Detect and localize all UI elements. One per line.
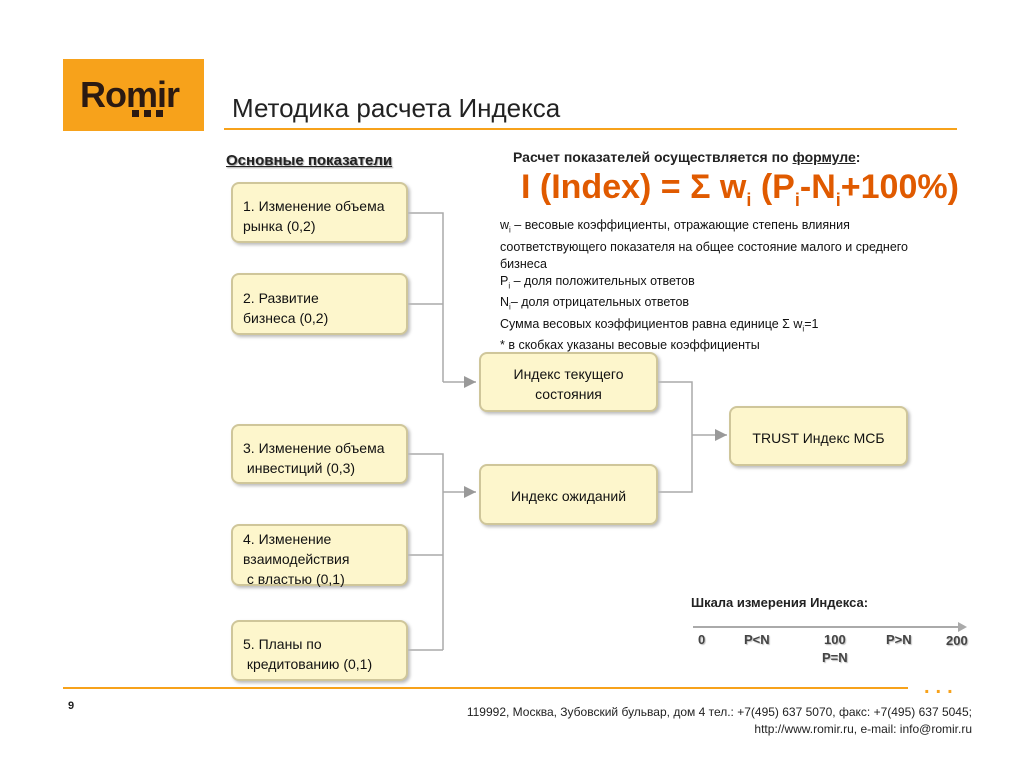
title-divider <box>224 128 957 130</box>
scale-tick-p-less-n: P<N <box>744 632 770 647</box>
def-n-text: – доля отрицательных ответов <box>510 295 690 309</box>
def-sum: Сумма весовых коэффициентов равна единиц… <box>500 316 970 338</box>
sub-index-current-line-2: состояния <box>535 386 602 402</box>
def-p-sym: P <box>500 273 509 288</box>
def-sum-sub: i <box>802 324 805 333</box>
formula-sub-n: i <box>835 189 841 210</box>
indicator-box-1: 1. Изменение объема рынка (0,2) <box>231 182 408 243</box>
def-w-line2: соответствующего показателя на общее сос… <box>500 239 909 254</box>
indicator-box-2: 2. Развитие бизнеса (0,2) <box>231 273 408 335</box>
formula-p-open: (P <box>751 168 795 206</box>
scale-axis-arrow <box>958 622 967 632</box>
indicator-4-line-2: взаимодействия <box>243 551 350 567</box>
indicator-2-line-2: бизнеса (0,2) <box>243 310 329 326</box>
formula-intro-suffix: : <box>855 149 861 165</box>
index-formula: I (Index) = Σ wi (Pi-Ni+100%) <box>521 168 959 211</box>
page-number: 9 <box>68 700 75 712</box>
def-sum-tail: =1 <box>804 316 819 331</box>
indicator-5-line-2: кредитованию (0,1) <box>243 656 373 672</box>
indicator-2-line-1: 2. Развитие <box>243 290 319 306</box>
scale-tick-p-greater-n: P>N <box>886 632 912 647</box>
def-p-text: – доля положительных ответов <box>510 273 695 288</box>
trust-index-box: TRUST Индекс МСБ <box>729 406 908 466</box>
romir-logo-text: Romir <box>80 74 180 115</box>
def-n: Ni– доля отрицательных ответов <box>500 294 970 316</box>
def-w-sub: i <box>509 225 511 235</box>
formula-tail: +100%) <box>840 168 959 206</box>
footer-divider <box>63 687 908 689</box>
def-note: * в скобках указаны весовые коэффициенты <box>500 338 760 352</box>
sub-index-expectations-label: Индекс ожиданий <box>510 488 627 504</box>
connector-current <box>658 381 693 493</box>
scale-label: Шкала измерения Индекса: <box>691 595 869 610</box>
indicator-3-line-2: инвестиций (0,3) <box>243 460 356 476</box>
def-n-sym: N <box>500 295 510 309</box>
indicator-4-line-1: 4. Изменение <box>243 531 332 547</box>
indicator-1-line-1: 1. Изменение объема <box>243 198 385 214</box>
sub-index-current-line-1: Индекс текущего <box>513 366 624 382</box>
logo-dots <box>132 110 164 118</box>
indicator-box-3: 3. Изменение объема инвестиций (0,3) <box>231 424 408 484</box>
formula-sub-p: i <box>794 189 800 210</box>
formula-intro-prefix: Расчет показателей осуществляется по <box>513 149 793 165</box>
sub-index-current: Индекс текущего состояния <box>479 352 658 412</box>
romir-logo-block <box>63 59 204 131</box>
page-title: Методика расчета Индекса <box>232 93 561 123</box>
footer-web-email: http://www.romir.ru, e-mail: info@romir.… <box>754 722 972 736</box>
scale-tick-100: 100 <box>824 632 846 647</box>
section-label: Основные показатели <box>226 152 393 169</box>
scale-tick-200: 200 <box>946 633 968 648</box>
def-p-sub: i <box>508 281 511 290</box>
formula-definitions: wi – весовые коэффициенты, отражающие ст… <box>500 217 970 354</box>
formula-minus-n: -N <box>799 168 836 206</box>
scale-tick-p-equal-n: P=N <box>822 650 848 665</box>
scale-axis-line <box>693 626 963 628</box>
formula-sub-w: i <box>746 189 752 210</box>
indicator-3-line-1: 3. Изменение объема <box>243 440 385 456</box>
indicator-box-5: 5. Планы по кредитованию (0,1) <box>231 620 408 681</box>
def-w-text: – весовые коэффициенты, отражающие степе… <box>510 218 850 232</box>
connector-ind3 <box>408 453 444 650</box>
connector-ind1 <box>408 212 444 382</box>
indicator-5-line-1: 5. Планы по <box>243 636 322 652</box>
formula-main: I (Index) = Σ w <box>521 168 747 206</box>
def-n-sub: i <box>509 302 511 312</box>
footer-address: 119992, Москва, Зубовский бульвар, дом 4… <box>466 705 972 719</box>
formula-intro: Расчет показателей осуществляется по фор… <box>513 149 860 165</box>
footer-contacts: 119992, Москва, Зубовский бульвар, дом 4… <box>467 704 972 738</box>
trust-index-label: TRUST Индекс МСБ <box>752 430 885 446</box>
def-w: wi – весовые коэффициенты, отражающие ст… <box>500 217 970 239</box>
def-sum-text: Сумма весовых коэффициентов равна единиц… <box>500 316 803 331</box>
indicator-box-4: 4. Изменение взаимодействия с властью (0… <box>231 524 408 587</box>
indicator-1-line-2: рынка (0,2) <box>243 218 316 234</box>
def-w-sym: w <box>500 218 510 232</box>
formula-link: формуле <box>792 149 856 165</box>
sub-index-expectations: Индекс ожиданий <box>479 464 658 525</box>
def-p: Pi – доля положительных ответов <box>500 273 970 295</box>
indicator-4-line-3: с властью (0,1) <box>243 571 345 587</box>
def-w-line3: бизнеса <box>500 256 547 271</box>
scale-tick-0: 0 <box>698 632 706 647</box>
footer-dots: ... <box>924 676 959 698</box>
